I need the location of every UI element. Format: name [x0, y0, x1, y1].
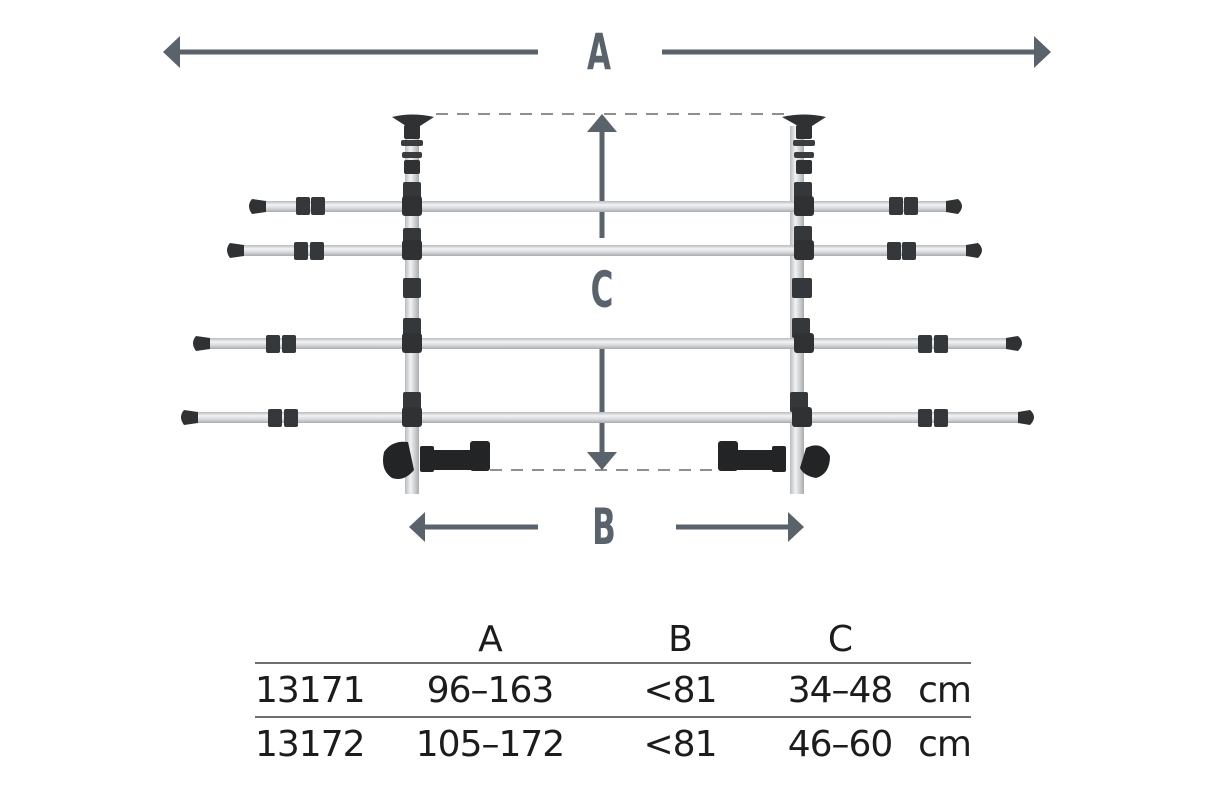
- dimension-c-arrow: [587, 114, 617, 470]
- header-model: [255, 612, 385, 663]
- product-diagram: A C B: [163, 23, 1051, 556]
- right-clamp: [718, 441, 830, 478]
- value-a: 96–163: [426, 669, 555, 711]
- dimension-b-label: B: [592, 498, 616, 556]
- table-header-row: A B C: [255, 612, 971, 663]
- value-c: 46–60: [787, 723, 894, 765]
- table-row: 13172 105–172 <81 46–60 cm: [255, 717, 972, 770]
- model-number: 13172: [255, 723, 366, 765]
- model-number: 13171: [255, 669, 366, 711]
- header-a: A: [478, 619, 503, 660]
- header-unit: [915, 612, 971, 663]
- value-b: <81: [643, 669, 718, 711]
- header-b: B: [668, 619, 693, 660]
- dimension-b-arrow: [409, 512, 804, 542]
- table-row: 13171 96–163 <81 34–48 cm: [255, 663, 972, 717]
- unit: cm: [918, 669, 972, 711]
- dimension-a-arrow: [163, 36, 1051, 68]
- value-a: 105–172: [415, 723, 565, 765]
- dog-guard-illustration: [163, 36, 1051, 542]
- right-post: [782, 114, 826, 494]
- unit: cm: [918, 723, 972, 765]
- value-b: <81: [643, 723, 718, 765]
- dashed-guides: [436, 113, 784, 471]
- dimension-a-label: A: [586, 23, 611, 81]
- rod-4: [181, 407, 1034, 427]
- value-c: 34–48: [787, 669, 894, 711]
- rod-1: [249, 196, 962, 216]
- left-clamp: [383, 441, 490, 479]
- left-post: [392, 114, 434, 494]
- rod-3: [193, 333, 1022, 353]
- dimensions-table: A B C 13171 96–163 <81 34–48 cm 13172 10…: [255, 612, 972, 770]
- dimension-c-label: C: [590, 261, 614, 319]
- rod-2: [227, 240, 982, 260]
- header-c: C: [827, 619, 853, 660]
